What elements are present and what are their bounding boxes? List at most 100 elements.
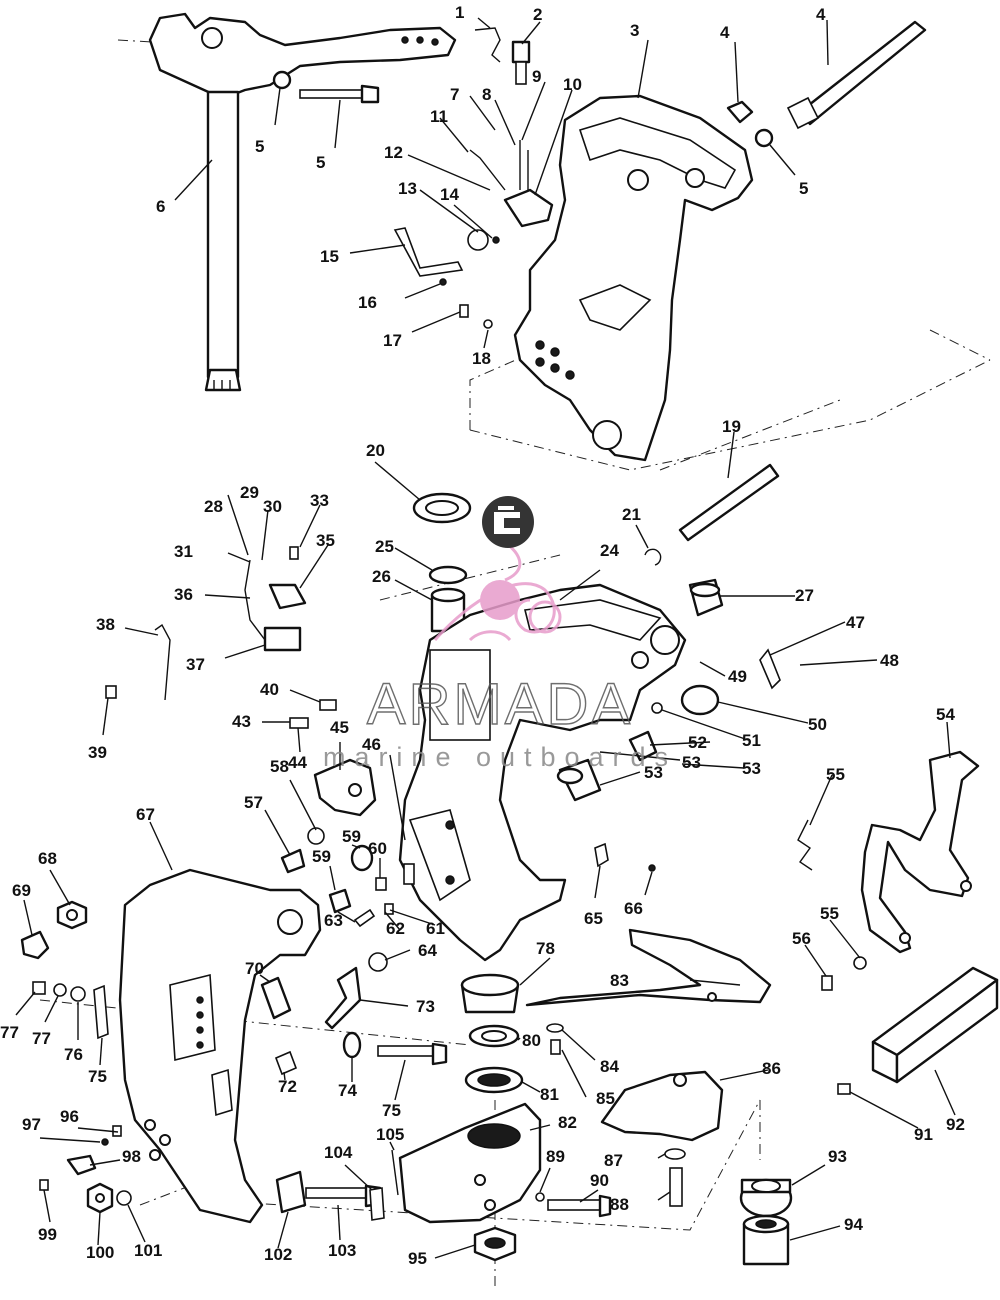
nut-28: [307, 827, 325, 845]
callout-label: 12: [384, 143, 403, 162]
callout-label: 100: [86, 1243, 114, 1262]
part-61: [651, 702, 663, 714]
callout-label: 21: [622, 505, 641, 524]
callout-label: 78: [536, 939, 555, 958]
callout-label: 3: [630, 21, 639, 40]
tilt-lever-37: [860, 750, 980, 954]
callout-label: 36: [174, 585, 193, 604]
callout-label: 94: [844, 1215, 863, 1234]
screw-12: [289, 546, 299, 560]
callout-label: 105: [376, 1125, 404, 1144]
callout-label: 25: [375, 537, 394, 556]
washer-104: [546, 1023, 564, 1033]
callout-label: 99: [38, 1225, 57, 1244]
callout-label: 70: [245, 959, 264, 978]
housing-13: [398, 1102, 542, 1224]
screw-72: [39, 1179, 49, 1191]
callout-label: 33: [310, 491, 329, 510]
callout-label: 4: [720, 23, 730, 42]
callout-label: 76: [64, 1045, 83, 1064]
callout-label: 13: [398, 179, 417, 198]
lever-78: [324, 966, 362, 1030]
callout-label: 60: [368, 839, 387, 858]
rod-88: [393, 227, 464, 277]
callout-label: 50: [808, 715, 827, 734]
watermark-title: ARMADA: [367, 672, 633, 737]
ring-20: [535, 1192, 545, 1202]
callout-label: 17: [383, 331, 402, 350]
wire-43: [154, 623, 171, 701]
pin-36: [678, 463, 780, 542]
callout-label: 27: [795, 586, 814, 605]
switch-83: [503, 140, 554, 228]
screw-82: [328, 888, 352, 914]
callout-label: 30: [263, 497, 282, 516]
sensor-93: [244, 559, 302, 652]
bolt-107: [669, 1167, 683, 1207]
screw-49: [837, 1083, 851, 1095]
callout-label: 77: [0, 1023, 19, 1042]
callout-label: 64: [418, 941, 437, 960]
callout-label: 2: [533, 5, 542, 24]
callout-label: 5: [255, 137, 264, 156]
callout-label: 24: [600, 541, 619, 560]
callout-label: 103: [328, 1241, 356, 1260]
callout-label: 95: [408, 1249, 427, 1268]
washer-54: [342, 1031, 362, 1059]
callout-label: 6: [156, 197, 165, 216]
mount-15: [739, 1178, 793, 1218]
callout-label: 15: [320, 247, 339, 266]
washer-69: [350, 844, 374, 872]
callout-label: 55: [820, 904, 839, 923]
bushing-66: [32, 981, 46, 995]
callout-label: 10: [563, 75, 582, 94]
watermark: ARMADA marine outboards: [323, 496, 677, 772]
callout-label: 81: [540, 1085, 559, 1104]
bushing-24: [460, 973, 520, 1014]
callout-label: 72: [278, 1077, 297, 1096]
callout-label: 57: [244, 793, 263, 812]
callout-label: 67: [136, 805, 155, 824]
callout-label: 29: [240, 483, 259, 502]
clip-50: [628, 730, 658, 762]
bolt-52: [353, 908, 376, 928]
callout-label: 75: [382, 1101, 401, 1120]
callout-label: 87: [604, 1151, 623, 1170]
callout-label: 66: [624, 899, 643, 918]
nut-53a: [53, 983, 67, 997]
lead-84: [469, 149, 506, 191]
callout-label: 102: [264, 1245, 292, 1264]
callout-label: 4: [816, 5, 826, 24]
callout-label: 20: [366, 441, 385, 460]
callout-label: 92: [946, 1115, 965, 1134]
watermark-subtitle: marine outboards: [323, 742, 677, 772]
callout-label: 40: [260, 680, 279, 699]
callout-labels: 1 2 3 4 4 5 5 5 6 7 8 9 10 11 12 13 14 1…: [0, 3, 965, 1268]
callout-label: 59: [312, 847, 331, 866]
callout-label: 26: [372, 567, 391, 586]
screw-26: [280, 848, 306, 874]
callout-label: 85: [596, 1089, 615, 1108]
callout-label: 73: [416, 997, 435, 1016]
callout-label: 52: [688, 733, 707, 752]
ring-35: [644, 548, 662, 566]
callout-label: 63: [324, 911, 343, 930]
callout-label: 90: [590, 1171, 609, 1190]
part-87: [492, 236, 500, 244]
nut-53b: [86, 1182, 114, 1214]
clip-68: [369, 1187, 385, 1221]
callout-label: 56: [792, 929, 811, 948]
ball-98: [483, 319, 493, 329]
callout-label: 44: [288, 753, 307, 772]
clip-31: [66, 1154, 97, 1176]
callout-label: 18: [472, 349, 491, 368]
callout-label: 11: [430, 107, 448, 126]
callout-label: 88: [610, 1195, 629, 1214]
clamp-bracket-45: [118, 868, 322, 1224]
callout-label: 16: [358, 293, 377, 312]
callout-label: 53: [742, 759, 761, 778]
callout-label: 53: [644, 763, 663, 782]
sleeve-17: [742, 1214, 790, 1266]
callout-label: 96: [60, 1107, 79, 1126]
